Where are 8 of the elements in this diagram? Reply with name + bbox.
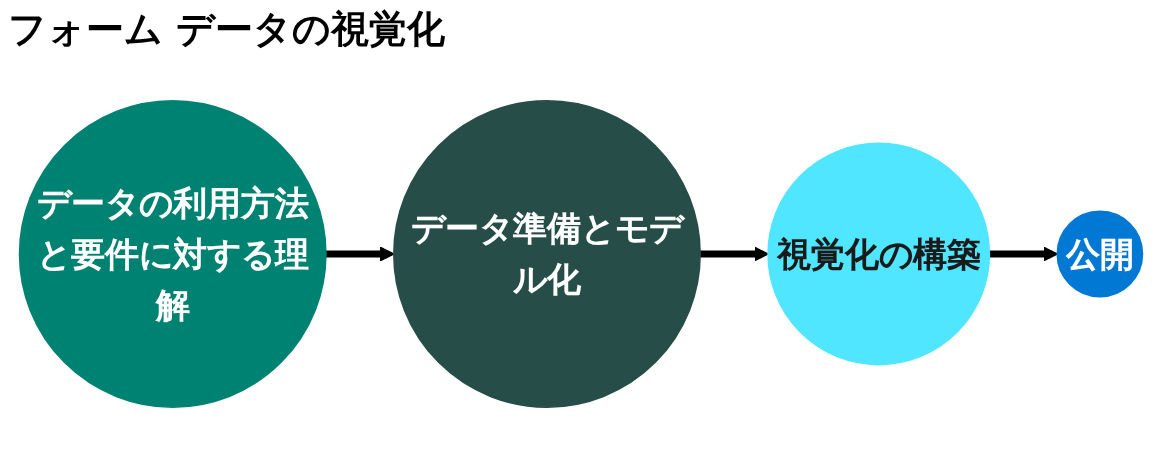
- node-circle: 公開: [1056, 210, 1144, 298]
- arrow: [325, 246, 395, 262]
- diagram-title: フォーム データの視覚化: [8, 6, 447, 53]
- node-circle: 視覚化の構築: [767, 142, 991, 366]
- node-circle: データ準備とモデル化: [393, 100, 701, 408]
- node-circle: データの利用方法と要件に対する理解: [18, 100, 327, 408]
- arrow: [989, 246, 1058, 262]
- arrow: [700, 246, 769, 262]
